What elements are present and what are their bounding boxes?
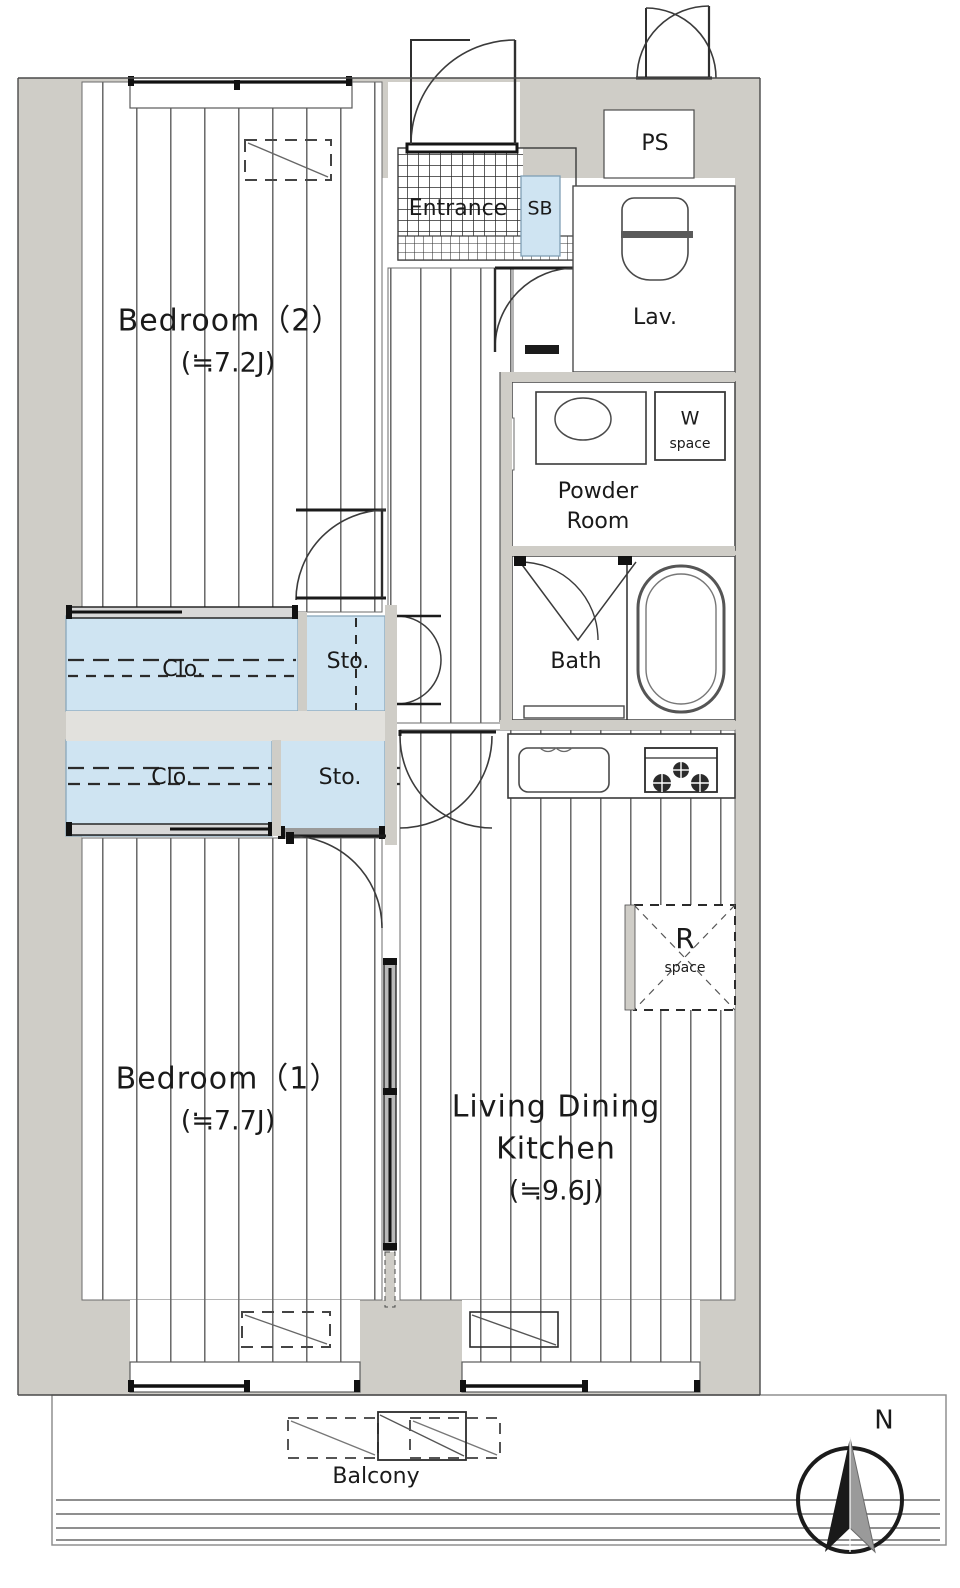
wall-lav-powder [512, 372, 735, 382]
powder-room-label-line1: Powder [558, 479, 639, 504]
sliding-partition-bedroom1-ldk [383, 958, 397, 1308]
window-bedroom-2-top [128, 76, 353, 109]
bedroom-1-label: Bedroom（1） [116, 1062, 341, 1097]
window-ldk-bottom [460, 1361, 701, 1393]
closet-upper-label: Clo. [162, 657, 204, 682]
toilet-fixture [621, 197, 693, 281]
washer-space-box [654, 391, 726, 461]
storage-lower-label: Sto. [319, 765, 362, 790]
room-lavatory [572, 185, 736, 373]
ldk-area: (≒9.6J) [509, 1176, 604, 1207]
bath-label: Bath [550, 649, 601, 674]
ldk-label-line1: Living Dining [452, 1090, 661, 1125]
bedroom-1-door [286, 832, 386, 929]
bedroom-1-ceiling-marker [241, 1311, 331, 1348]
washer-space-label-line2: space [669, 436, 710, 452]
bathtub-fixture [636, 564, 726, 714]
balcony-label: Balcony [332, 1464, 419, 1489]
refrigerator-space-label-line2: space [664, 960, 705, 976]
room-hall [387, 267, 514, 724]
storage-upper-door [396, 614, 442, 706]
ldk-label-line2: Kitchen [496, 1132, 616, 1167]
wall-partition-wet-area [500, 372, 512, 722]
room-living-dining-kitchen [399, 729, 736, 1362]
refrigerator-space-label-line1: R [675, 922, 694, 955]
compass-rose [796, 1437, 904, 1554]
storage-lower [278, 739, 386, 839]
bedroom-2-door [295, 508, 387, 601]
compass-north-label: N [874, 1406, 893, 1436]
room-bedroom-2 [81, 81, 383, 613]
storage-upper-label: Sto. [327, 649, 370, 674]
ldk-ceiling-marker [469, 1311, 559, 1348]
closet-lower-label: Clo. [151, 765, 193, 790]
bedroom-1-area: (≒7.7J) [181, 1106, 276, 1137]
room-bath [511, 555, 736, 721]
washbasin-fixture [554, 397, 612, 441]
bedroom-2-label: Bedroom（2） [118, 304, 343, 339]
bedroom-2-area: (≒7.2J) [181, 348, 276, 379]
wall-outlines [17, 77, 761, 1396]
entrance-door [410, 39, 517, 145]
lavatory-label: Lav. [633, 305, 677, 330]
closet-upper [65, 605, 299, 712]
wall-bath-ldk [500, 720, 735, 730]
room-powder-room [511, 381, 736, 551]
hall-door [493, 266, 576, 354]
room-bedroom-1 [81, 837, 383, 1362]
powder-room-label-line2: Room [567, 509, 630, 534]
gas-range-fixture [644, 747, 718, 793]
kitchen-counter [507, 733, 736, 799]
ldk-hall-door [398, 730, 496, 829]
refrigerator-space [624, 904, 736, 1011]
wall-powder-bath [512, 546, 735, 556]
bedroom-2-ceiling-marker [244, 139, 332, 181]
balcony [51, 1394, 947, 1546]
pipe-shaft-label: PS [641, 131, 668, 156]
closet-partitions [66, 605, 397, 845]
entrance-label: Entrance [409, 196, 508, 221]
kitchen-sink-fixture [518, 747, 610, 793]
shoe-box-label: SB [527, 198, 552, 220]
window-bedroom-1-bottom [128, 1361, 361, 1393]
pipe-shaft-door [636, 5, 711, 79]
washer-space-label-line1: W [681, 408, 700, 430]
